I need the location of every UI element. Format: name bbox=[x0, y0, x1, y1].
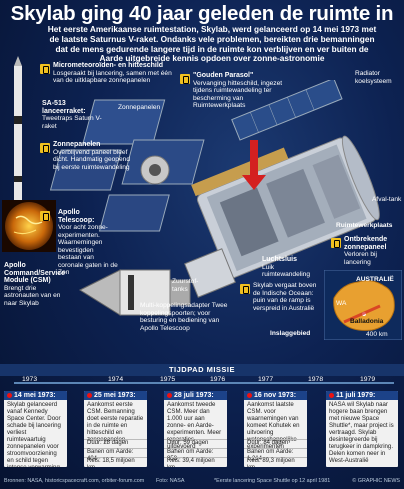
map-wa-label: WA bbox=[336, 300, 347, 307]
card-text: NASA wil Skylab naar hogere baan brengen… bbox=[329, 401, 394, 464]
label-skylab-valt: Skylab vergaat boven de Indische Oceaan:… bbox=[253, 282, 317, 312]
card-stat: Reis: 18,5 miljoen km bbox=[84, 457, 147, 467]
label-afval: Afval-tank bbox=[372, 196, 402, 203]
skylab-falls-icon bbox=[240, 284, 250, 294]
telescope-icon bbox=[40, 211, 50, 221]
timeline-axis bbox=[14, 382, 394, 384]
australia-map bbox=[324, 270, 402, 340]
map-town: Balladonia bbox=[350, 318, 384, 325]
mission-card-crew-2: 28 juli 1973: Aankomst tweede CSM. Meer … bbox=[164, 391, 227, 467]
map-title: AUSTRALIË bbox=[356, 276, 394, 283]
year-label: 1975 bbox=[160, 376, 176, 383]
card-stat: Duur: 84 dagen bbox=[244, 439, 307, 447]
label-sa513: SA-513 lanceerraket:Tweetraps Saturn V-r… bbox=[42, 100, 102, 130]
year-label: 1973 bbox=[22, 376, 38, 383]
card-stat: Duur: 59 dagen bbox=[164, 439, 227, 447]
card-stat: Duur: 28 dagen bbox=[84, 439, 147, 447]
card-date: 11 juli 1979: bbox=[326, 391, 398, 400]
year-label: 1978 bbox=[308, 376, 324, 383]
timeline-title: TIJDPAD MISSIE bbox=[168, 365, 236, 374]
card-stat: Reis: 39,4 miljoen km bbox=[164, 457, 227, 467]
card-stat: Reis: 89,3 miljoen km bbox=[244, 457, 307, 467]
solar-panel-icon bbox=[40, 143, 50, 153]
card-date: 28 juli 1973: bbox=[164, 391, 227, 400]
card-stat: Banen om Aarde: 1.214 bbox=[244, 448, 307, 463]
page-title: Skylab ging 40 jaar geleden de ruimte in bbox=[10, 2, 394, 25]
card-text: Skylab gelanceerd vanaf Kennedy Space Ce… bbox=[7, 401, 61, 467]
card-text: Aankomst eerste CSM. Bemanning doet eers… bbox=[87, 401, 144, 443]
mission-card-crew-1: 25 mei 1973: Aankomst eerste CSM. Bemann… bbox=[84, 391, 147, 467]
footer-photo: Foto: NASA bbox=[156, 478, 185, 484]
timeline-header: TIJDPAD MISSIE bbox=[0, 364, 404, 376]
skylab-station-illustration bbox=[49, 80, 380, 316]
year-label: 1977 bbox=[258, 376, 274, 383]
label-parasol: "Gouden Parasol"Vervanging hitteschild, … bbox=[193, 72, 283, 109]
card-stat: Banen om Aarde: 858 bbox=[164, 448, 227, 463]
mission-card-crew-3: 16 nov 1973: Aankomst laatste CSM. voor … bbox=[244, 391, 307, 467]
mission-cards: 14 mei 1973: Skylab gelanceerd vanaf Ken… bbox=[4, 391, 400, 471]
map-scale: 400 km bbox=[366, 331, 388, 338]
label-inslag: Inslaggebied bbox=[270, 330, 311, 337]
label-zonnepanelen-small: Zonnepanelen bbox=[118, 104, 161, 111]
card-stat: Banen om Aarde: 404 bbox=[84, 448, 147, 463]
year-label: 1976 bbox=[210, 376, 226, 383]
label-radiator: Radiator koelsysteem bbox=[355, 70, 392, 85]
footer-copyright: © GRAPHIC NEWS bbox=[352, 478, 400, 484]
footer: Bronnen: NASA, historicspacecraft.com, o… bbox=[4, 478, 400, 484]
label-apollo-telescope: Apollo Telescoop:Voor acht zonne-experim… bbox=[58, 209, 118, 276]
year-label: 1974 bbox=[108, 376, 124, 383]
label-zuurstof: Zuurstof-tanks bbox=[172, 278, 199, 293]
mission-card-reentry: 11 juli 1979: NASA wil Skylab naar hoger… bbox=[326, 391, 398, 467]
footer-note: *Eerste lancering Space Shuttle op 12 ap… bbox=[214, 478, 331, 484]
missing-panel-icon bbox=[331, 238, 341, 248]
micrometeor-icon bbox=[40, 64, 50, 74]
timeline-years: 1973 1974 1975 1976 1977 1978 1979 bbox=[0, 376, 404, 390]
label-csm: Apollo Command/Service Module (CSM)Breng… bbox=[4, 262, 66, 307]
footer-sources: Bronnen: NASA, historicspacecraft.com, o… bbox=[4, 478, 145, 484]
card-date: 14 mei 1973: bbox=[4, 391, 67, 400]
card-date: 16 nov 1973: bbox=[244, 391, 307, 400]
card-date: 25 mei 1973: bbox=[84, 391, 147, 400]
mission-card-launch: 14 mei 1973: Skylab gelanceerd vanaf Ken… bbox=[4, 391, 67, 467]
label-werkplaats: Ruimtewerkplaats bbox=[336, 222, 393, 229]
intro-text: Het eerste Amerikaanse ruimtestation, Sk… bbox=[47, 24, 377, 64]
label-multi: Multi-koppelingsadapter Twee koppelingsp… bbox=[140, 302, 228, 332]
parasol-icon bbox=[180, 74, 190, 84]
year-label: 1979 bbox=[360, 376, 376, 383]
